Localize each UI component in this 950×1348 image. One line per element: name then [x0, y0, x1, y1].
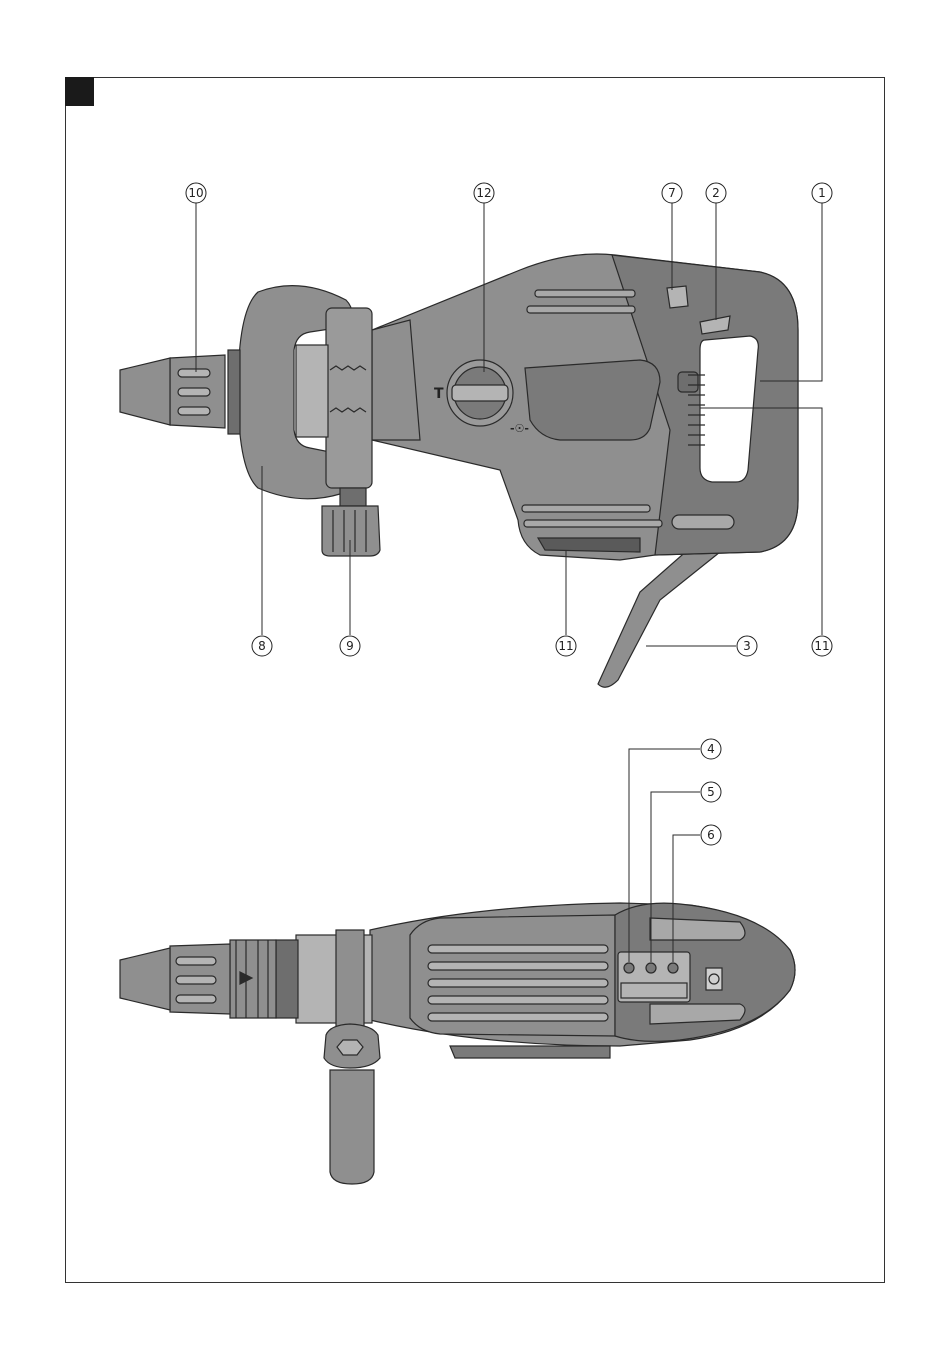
callouts-bottom: 4 5 6 [701, 739, 721, 845]
svg-text:10: 10 [188, 186, 203, 200]
svg-text:11: 11 [558, 639, 573, 653]
svg-text:5: 5 [707, 785, 715, 799]
chuck-collar [228, 350, 240, 434]
vent-slot [535, 290, 635, 297]
top-side-handle [330, 1070, 374, 1184]
indicator-led-5 [646, 963, 656, 973]
top-vent-slot [428, 1013, 608, 1021]
top-chuck-tip [120, 948, 170, 1010]
indicator-button [667, 286, 688, 308]
indicator-led-6 [668, 963, 678, 973]
lower-vent [524, 520, 662, 527]
handle-clamp-collar [326, 308, 372, 488]
chuck-slot [178, 388, 210, 396]
svg-text:4: 4 [707, 742, 715, 756]
vent-slot [527, 306, 635, 313]
top-vent-slot [428, 996, 608, 1004]
chuck-tip [120, 358, 170, 425]
svg-text:1: 1 [818, 186, 826, 200]
rotary-mode-symbol: -☉- [510, 422, 529, 435]
svg-text:12: 12 [476, 186, 491, 200]
callout-10: 10 [186, 183, 206, 203]
top-chuck-slot [176, 957, 216, 965]
svg-text:6: 6 [707, 828, 715, 842]
side-view [120, 254, 798, 687]
hex-screw-icon [337, 1040, 363, 1055]
hammer-mode-symbol: T [434, 386, 444, 402]
svg-text:9: 9 [346, 639, 354, 653]
chuck-slot [178, 407, 210, 415]
callout-12: 12 [474, 183, 494, 203]
top-clamp-band [336, 930, 364, 1030]
callout-4: 4 [701, 739, 721, 759]
mode-selector-knob [452, 385, 508, 401]
top-chuck-slot [176, 976, 216, 984]
top-rear-grip-slot [650, 918, 745, 940]
clamp-screw-knob [322, 506, 380, 556]
svg-text:11: 11 [814, 639, 829, 653]
callout-3: 3 [737, 636, 757, 656]
clamp-collar-front [296, 345, 328, 437]
callout-1: 1 [812, 183, 832, 203]
top-chuck-ring [276, 940, 298, 1018]
svg-text:8: 8 [258, 639, 266, 653]
side-contour [525, 360, 660, 440]
top-vent-slot [428, 962, 608, 970]
motor-vent-grille [538, 538, 640, 552]
top-chuck-ribs [230, 940, 276, 1018]
callout-6: 6 [701, 825, 721, 845]
callout-5: 5 [701, 782, 721, 802]
callout-8: 8 [252, 636, 272, 656]
top-underside [450, 1046, 610, 1058]
clamp-screw-neck [340, 488, 366, 506]
callout-9: 9 [340, 636, 360, 656]
svg-text:2: 2 [712, 186, 720, 200]
indicator-led-4 [624, 963, 634, 973]
svg-text:3: 3 [743, 639, 751, 653]
support-leg [598, 548, 720, 687]
top-vent-slot [428, 979, 608, 987]
callout-7: 7 [662, 183, 682, 203]
top-rear-grip-slot [650, 1004, 745, 1024]
grip-recess [672, 515, 734, 529]
svg-text:7: 7 [668, 186, 676, 200]
top-view [120, 903, 795, 1184]
callout-2: 2 [706, 183, 726, 203]
top-chuck-slot [176, 995, 216, 1003]
callout-11-right: 11 [812, 636, 832, 656]
chuck-slot [178, 369, 210, 377]
top-vent-slot [428, 945, 608, 953]
callout-11-left: 11 [556, 636, 576, 656]
lower-vent [522, 505, 650, 512]
